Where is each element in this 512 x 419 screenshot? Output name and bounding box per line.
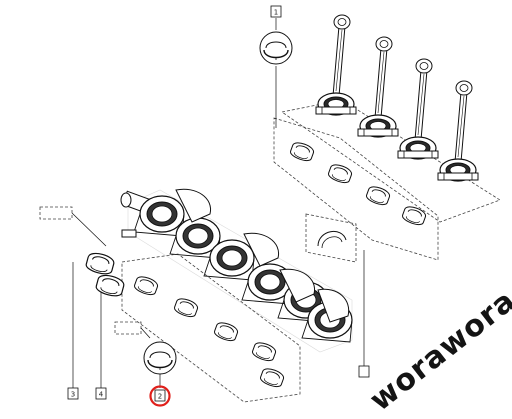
- watermark-text: worawora: [363, 283, 512, 418]
- callout-3[interactable]: 3: [67, 387, 79, 400]
- rod-bearing-shell: [326, 161, 354, 186]
- leader-lines: [71, 18, 365, 388]
- callout-4[interactable]: 4: [95, 387, 107, 400]
- main-bearing-shells: [121, 253, 301, 403]
- rod-bearing-shell: [288, 139, 316, 164]
- callout-4-label: 4: [99, 391, 104, 399]
- highlight-ring: [149, 385, 171, 407]
- main-bearing-shell: [250, 339, 278, 364]
- small-part-tag: [121, 229, 137, 238]
- callout-1-label: 1: [274, 9, 278, 17]
- rod-bearing-shell: [400, 203, 428, 228]
- callout-5[interactable]: [358, 365, 370, 378]
- bearing-detail-circle-bottom: [143, 341, 177, 375]
- callout-3-label: 3: [71, 391, 75, 399]
- callout-1[interactable]: 1: [270, 5, 282, 18]
- main-bearing-shell: [258, 365, 286, 390]
- connecting-rod-2: [357, 36, 399, 138]
- thrust-bearing-shell: [84, 250, 116, 277]
- rod-bearing-shells: [273, 117, 439, 261]
- connecting-rod-3: [397, 58, 439, 160]
- callout-2-label: 2: [158, 393, 162, 401]
- crankshaft: [120, 188, 353, 353]
- thrust-bearing-group: [84, 229, 137, 299]
- main-bearing-shell: [212, 319, 240, 344]
- connecting-rod-1: [315, 14, 357, 116]
- counterweight: [175, 188, 350, 323]
- rod-bearing-shell: [364, 183, 392, 208]
- empty-label-box: [114, 321, 142, 335]
- main-bearing-shell: [172, 295, 200, 320]
- main-bearing-shell: [132, 273, 160, 298]
- connecting-rod-4: [437, 80, 479, 182]
- empty-label-box: [39, 206, 73, 220]
- connecting-rod-group: [281, 14, 501, 223]
- thrust-bearing-shell: [94, 272, 126, 299]
- bearing-detail-circle-top: [259, 31, 293, 65]
- thrust-washer-inset: [305, 213, 357, 263]
- callout-2-highlighted[interactable]: 2: [149, 385, 171, 407]
